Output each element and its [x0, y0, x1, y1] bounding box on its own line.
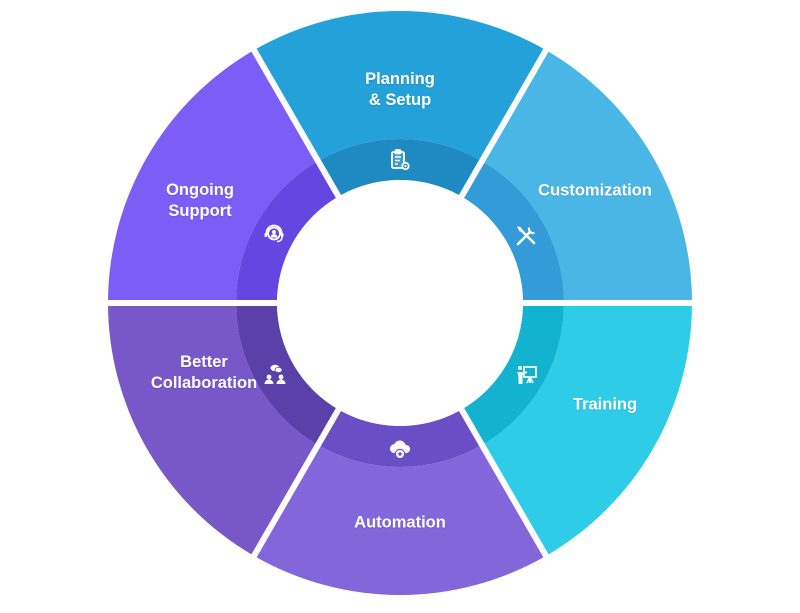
headset-user-icon — [261, 221, 287, 247]
label-line: Planning — [365, 70, 435, 88]
label-collaboration: Better Collaboration — [151, 352, 257, 394]
segment-divider — [457, 45, 551, 200]
segment-support — [108, 50, 339, 304]
label-planning: Planning & Setup — [365, 69, 435, 111]
segment-divider — [249, 45, 343, 200]
segment-divider — [457, 406, 551, 561]
label-automation: Automation — [354, 513, 446, 534]
segment-inner-support — [236, 160, 339, 303]
segment-outer-collaboration — [108, 303, 318, 556]
label-line: & Setup — [368, 91, 432, 109]
segment-automation — [254, 409, 546, 595]
segment-inner-automation — [318, 409, 482, 467]
segment-outer-planning — [254, 10, 546, 161]
cloud-gear-icon — [387, 437, 413, 463]
segment-outer-customization — [482, 50, 692, 304]
label-line: Better — [180, 353, 228, 371]
label-line: Collaboration — [150, 374, 258, 392]
label-line: Ongoing — [166, 181, 234, 199]
center-hole — [277, 180, 523, 426]
segment-customization — [461, 50, 692, 304]
label-line: Automation — [354, 513, 446, 532]
team-chat-icon — [262, 362, 288, 388]
label-training: Training — [573, 395, 637, 416]
label-line: Training — [572, 395, 638, 414]
segment-inner-collaboration — [236, 303, 339, 446]
tools-icon — [513, 223, 539, 249]
clipboard-gear-icon — [387, 147, 413, 173]
segment-outer-support — [108, 50, 318, 304]
label-customization: Customization — [538, 181, 652, 202]
segment-divider — [249, 406, 343, 561]
segment-training — [461, 303, 692, 556]
label-line: Support — [168, 202, 232, 220]
label-support: Ongoing Support — [166, 180, 234, 222]
segment-outer-training — [482, 303, 692, 556]
presentation-board-icon — [514, 362, 540, 388]
segment-inner-training — [461, 303, 564, 446]
segment-outer-automation — [254, 445, 546, 595]
label-line: Customization — [538, 181, 652, 200]
segment-inner-customization — [461, 160, 564, 303]
segment-collaboration — [108, 303, 339, 556]
